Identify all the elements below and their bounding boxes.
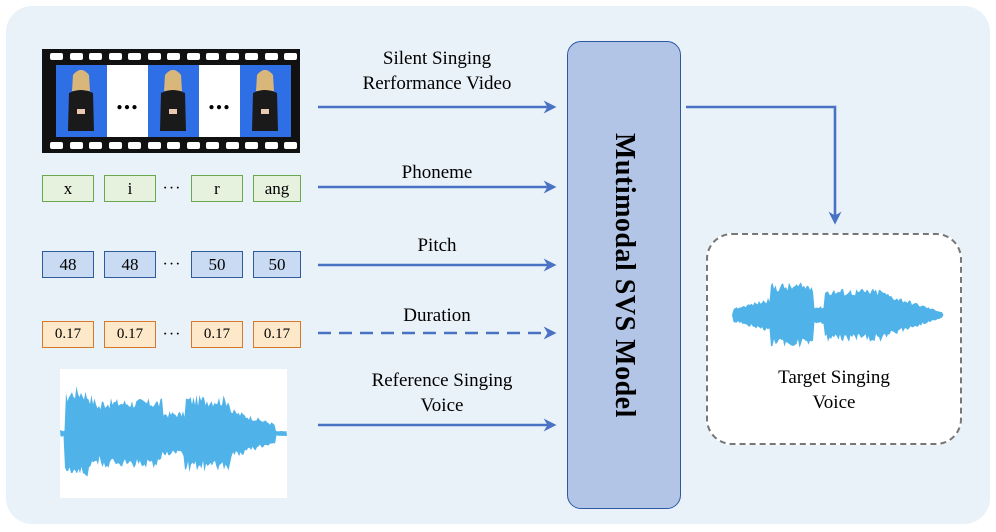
sprocket-hole [167, 53, 180, 60]
phoneme-token: x [42, 175, 94, 202]
video-ellipsis-2: ... [208, 86, 231, 115]
pitch-ellipsis: ··· [162, 256, 182, 273]
sprocket-hole [89, 142, 102, 149]
phoneme-token: ang [253, 175, 301, 202]
reference-label-line1: Reference Singing [371, 370, 513, 391]
sprocket-hole [245, 142, 258, 149]
pitch-label: Pitch [417, 235, 457, 256]
sprocket-hole [69, 53, 83, 60]
target-label: Target Singing Voice [708, 365, 960, 415]
sprocket-hole [108, 53, 122, 60]
video-label-line2: Rerformance Video [362, 73, 512, 94]
phoneme-token: r [191, 175, 243, 202]
person-icon [160, 70, 186, 131]
reference-label: Reference Singing Voice [322, 368, 562, 418]
pitch-token: 48 [104, 251, 156, 278]
phoneme-token: i [104, 175, 156, 202]
phoneme-ellipsis: ··· [162, 180, 182, 197]
sprocket-hole [186, 53, 200, 60]
sprocket-hole [108, 142, 122, 149]
sprocket-hole [50, 142, 63, 149]
waveform-shape [708, 282, 960, 348]
sprocket-hole [128, 142, 141, 149]
target-label-line1: Target Singing [778, 367, 890, 388]
output-arrow [686, 105, 842, 225]
person-icon [68, 70, 94, 131]
video-gap [107, 65, 148, 137]
sprocket-hole [206, 53, 219, 60]
sprocket-hole [245, 53, 258, 60]
singer-figures [68, 70, 278, 131]
pitch-token: 50 [191, 251, 243, 278]
waveform-shape [60, 386, 287, 477]
pitch-token: 48 [42, 251, 94, 278]
reference-waveform-box [60, 369, 287, 498]
person-icon [252, 70, 278, 131]
target-label-line2: Voice [812, 392, 856, 413]
sprocket-hole [186, 142, 200, 149]
sprocket-hole [89, 53, 102, 60]
duration-token: 0.17 [253, 321, 301, 348]
sprocket-hole [128, 53, 141, 60]
duration-ellipsis: ··· [162, 326, 182, 343]
sprocket-hole [206, 142, 219, 149]
sprocket-hole [147, 53, 161, 60]
sprocket-hole [225, 53, 239, 60]
sprocket-hole [264, 53, 278, 60]
video-label-line1: Silent Singing [382, 48, 492, 69]
video-ellipsis-1: ... [116, 86, 139, 115]
duration-token: 0.17 [191, 321, 243, 348]
model-label: Mutimodal SVS Model [609, 132, 640, 418]
film-strip-icon: ... ... [42, 49, 300, 153]
waveform-icon [60, 386, 287, 477]
phoneme-label: Phoneme [401, 162, 473, 183]
reference-label-line2: Voice [420, 395, 464, 416]
target-output-box: Target Singing Voice [706, 233, 962, 445]
sprocket-hole [225, 142, 239, 149]
waveform-icon [708, 282, 960, 348]
sprocket-hole [284, 53, 297, 60]
duration-token: 0.17 [42, 321, 94, 348]
duration-token: 0.17 [104, 321, 156, 348]
sprocket-hole [284, 142, 297, 149]
pitch-token: 50 [253, 251, 301, 278]
sprocket-hole [69, 142, 83, 149]
video-gap [199, 65, 240, 137]
duration-label: Duration [403, 305, 471, 326]
sprocket-hole [264, 142, 278, 149]
sprocket-hole [50, 53, 63, 60]
sprocket-hole [167, 142, 180, 149]
multimodal-svs-model [567, 41, 681, 509]
video-label: Silent Singing Rerformance Video [322, 46, 552, 96]
sprocket-hole [147, 142, 161, 149]
